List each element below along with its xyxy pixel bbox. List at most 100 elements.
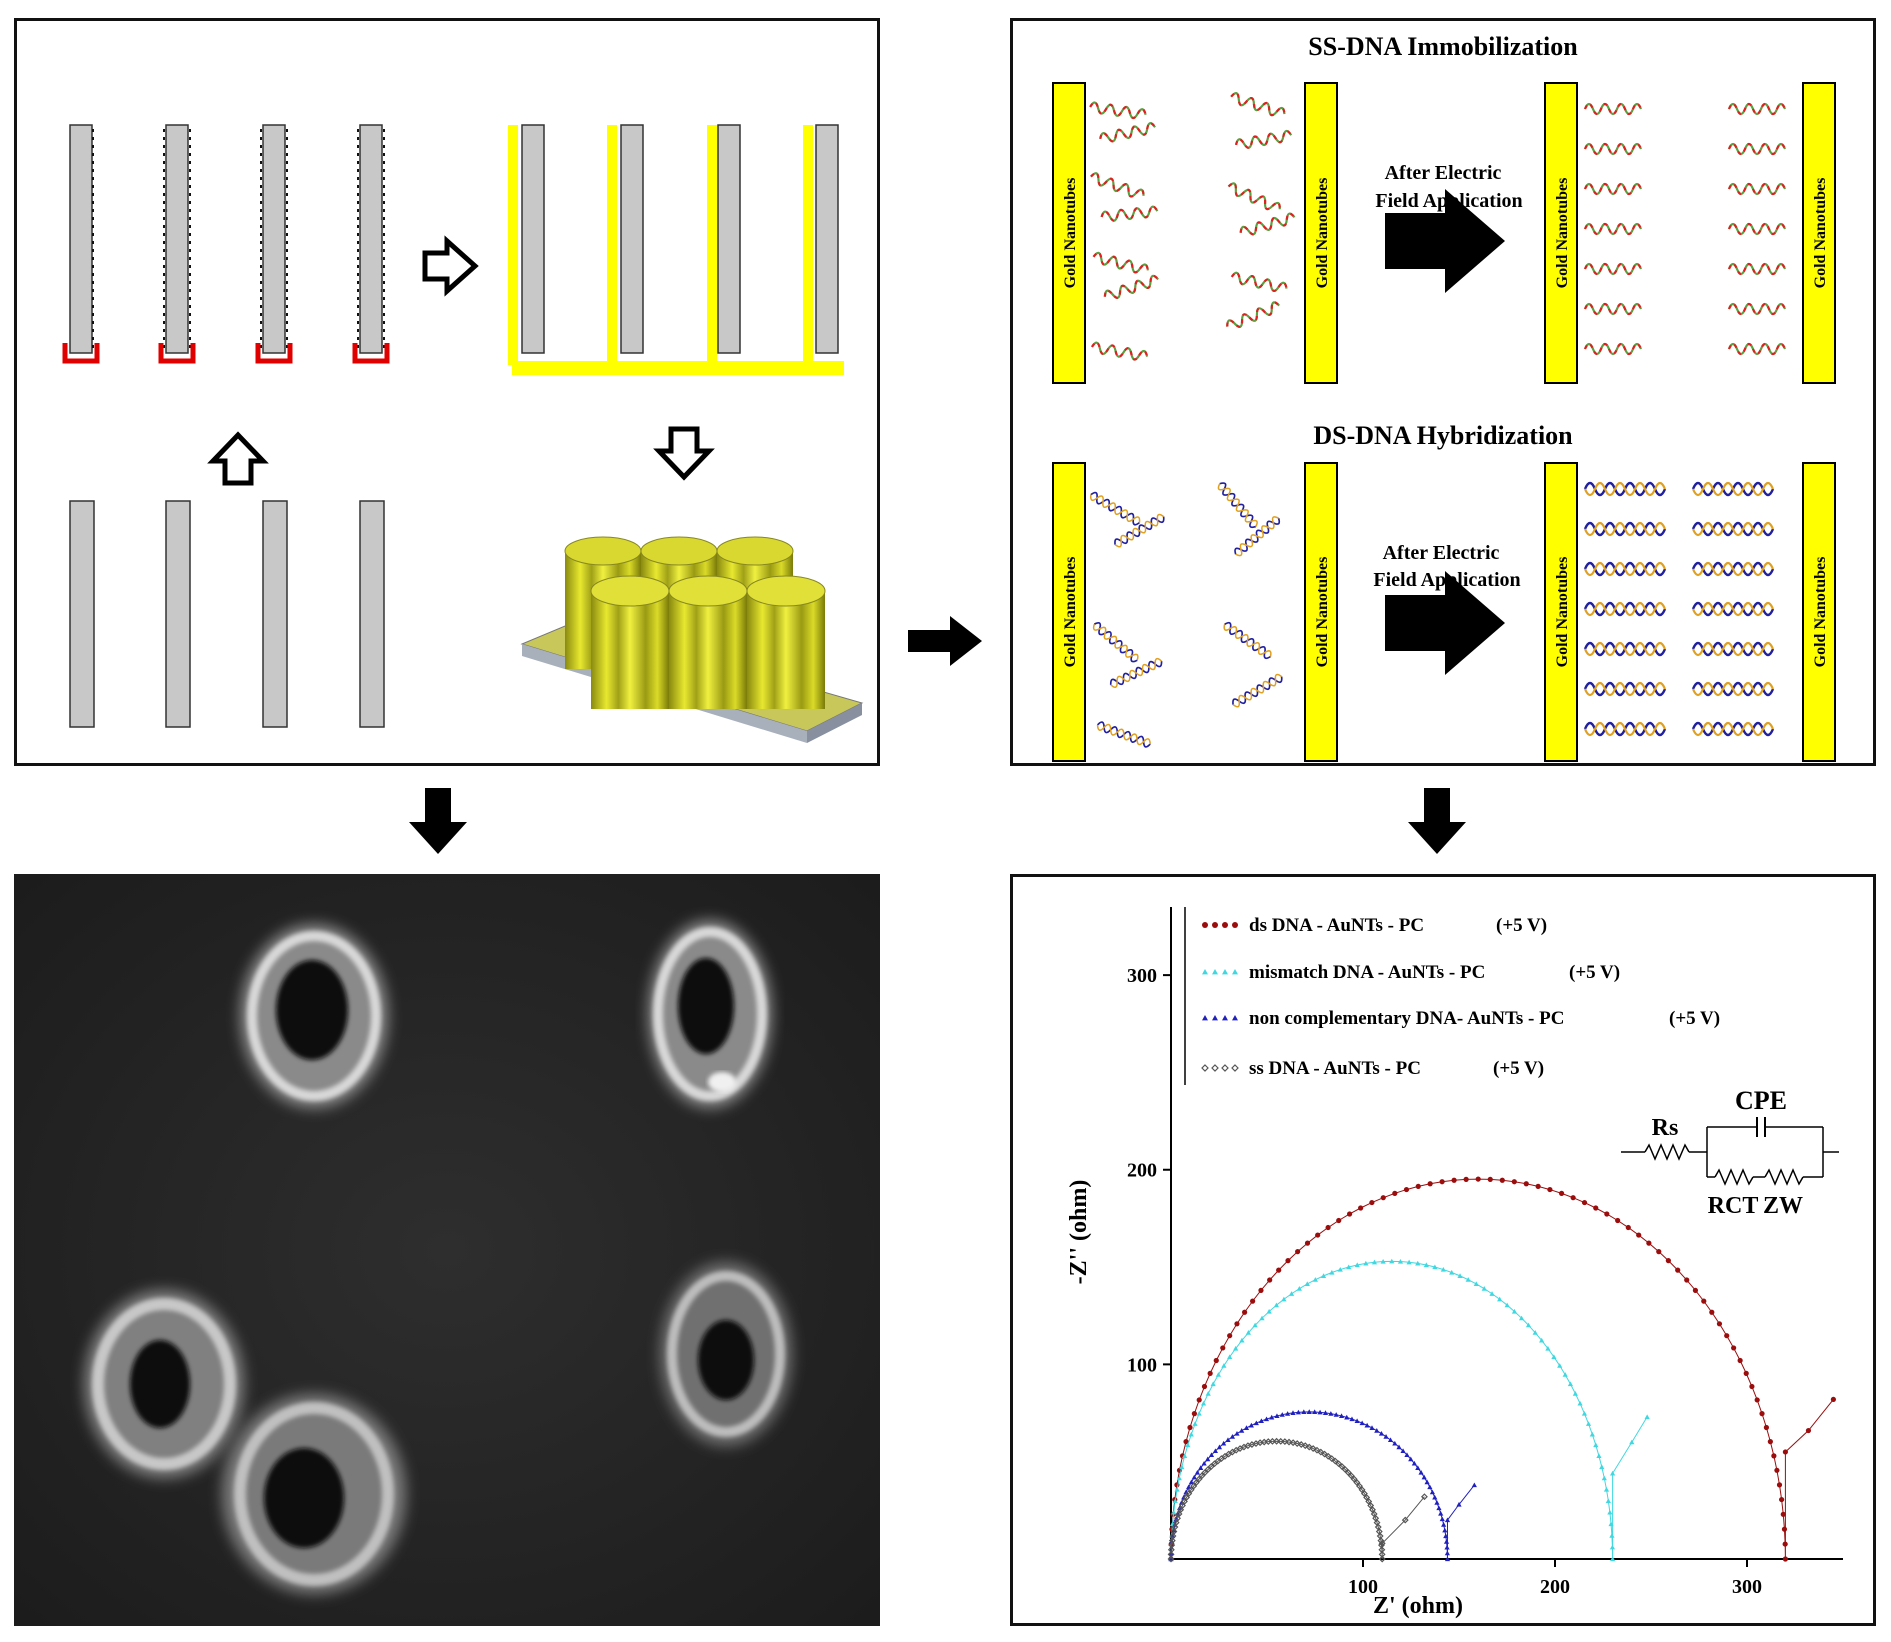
- data-point: [1279, 1412, 1285, 1417]
- svg-text:(+5 V): (+5 V): [1496, 915, 1547, 936]
- data-point: [1436, 1505, 1442, 1511]
- data-point: [1346, 1264, 1352, 1270]
- data-point: [1333, 1412, 1339, 1417]
- series-3: [1167, 1437, 1428, 1563]
- data-point: [1369, 1199, 1375, 1206]
- data-point: [1451, 1177, 1457, 1183]
- legend-entry: ds DNA - AuNTs - PC (+5 V): [1202, 915, 1547, 936]
- dna-alignment-panel: SS-DNA Immobilization Gold Nanotubes Gol…: [1010, 18, 1876, 766]
- svg-text:(+5 V): (+5 V): [1569, 962, 1620, 983]
- data-point: [1387, 1437, 1394, 1443]
- nanotube-pore: [240, 924, 388, 1108]
- data-point: [1182, 1453, 1188, 1459]
- data-point: [1610, 1556, 1616, 1562]
- data-point: [1378, 1555, 1386, 1563]
- svg-text:RCT: RCT: [1708, 1193, 1759, 1219]
- gold-nanotube: Gold Nanotubes: [1544, 82, 1578, 384]
- arrow-right-icon: [1385, 189, 1505, 293]
- data-point: [1364, 1422, 1370, 1428]
- y-axis-label: -Z'' (ohm): [1066, 1180, 1092, 1285]
- data-point: [1253, 1420, 1259, 1426]
- data-point: [1324, 1452, 1332, 1460]
- data-point: [1535, 1183, 1541, 1189]
- data-point: [1401, 1516, 1409, 1524]
- arrow-down-icon: [1408, 788, 1466, 854]
- data-point: [1441, 1522, 1447, 1527]
- data-point: [1191, 1411, 1197, 1417]
- data-point: [1350, 1475, 1358, 1483]
- data-point: [1776, 1482, 1783, 1488]
- data-point: [1572, 1391, 1578, 1396]
- data-point: [1229, 1434, 1236, 1439]
- data-point: [1487, 1176, 1493, 1182]
- data-point: [1562, 1372, 1568, 1377]
- ds-section-title: DS-DNA Hybridization: [1313, 421, 1573, 450]
- legend-marker: [1201, 1064, 1209, 1072]
- data-point: [1356, 1482, 1363, 1490]
- data-point: [1353, 1479, 1361, 1486]
- data-point: [1625, 1224, 1631, 1231]
- data-point: [1432, 1264, 1438, 1270]
- data-point: [1731, 1345, 1737, 1351]
- data-point: [1183, 1494, 1191, 1501]
- data-point: [1609, 1533, 1615, 1538]
- data-point: [1304, 1281, 1310, 1287]
- data-point: [1301, 1442, 1309, 1450]
- data-point: [1599, 1464, 1605, 1470]
- svg-text:non complementary DNA- AuNTs -: non complementary DNA- AuNTs - PC: [1249, 1008, 1564, 1029]
- data-point: [1604, 1211, 1610, 1217]
- data-point: [1208, 1452, 1215, 1458]
- data-point: [1577, 1400, 1583, 1406]
- data-point: [1737, 1357, 1743, 1364]
- ss-dna-aligned: [1583, 102, 1787, 356]
- data-point: [1596, 1453, 1602, 1459]
- data-point: [1782, 1541, 1788, 1547]
- data-point: [1557, 1363, 1563, 1368]
- data-point: [1406, 1259, 1412, 1265]
- data-point: [1489, 1291, 1495, 1296]
- data-point: [1281, 1296, 1287, 1302]
- data-point: [1290, 1410, 1296, 1415]
- data-point: [1312, 1409, 1318, 1415]
- data-point: [1539, 1337, 1545, 1343]
- data-point: [1192, 1421, 1198, 1426]
- data-point: [1420, 1493, 1428, 1501]
- data-point: [1309, 1445, 1317, 1452]
- data-point: [1383, 1434, 1389, 1439]
- legend-marker: [1202, 922, 1208, 928]
- template-rod: [62, 124, 100, 364]
- data-point: [1213, 1357, 1219, 1364]
- data-point: [1215, 1372, 1222, 1377]
- data-point: [1432, 1494, 1438, 1500]
- dna-alignment-diagram: SS-DNA Immobilization Gold Nanotubes Gol…: [1052, 32, 1836, 762]
- legend-marker: [1212, 922, 1218, 928]
- x-tick-label: 100: [1348, 1576, 1378, 1598]
- gold-nanotube: Gold Nanotubes: [1802, 82, 1836, 384]
- data-point: [1601, 1475, 1607, 1481]
- data-point: [1321, 1450, 1328, 1458]
- data-point: [1313, 1446, 1321, 1454]
- data-point: [1636, 1232, 1642, 1238]
- data-point: [1754, 1397, 1760, 1403]
- data-point: [1179, 1464, 1185, 1470]
- data-point: [1656, 1249, 1662, 1255]
- sem-image-panel: [14, 874, 880, 1626]
- data-point: [1201, 1460, 1207, 1466]
- gold-deposited-templates: [508, 124, 844, 375]
- data-point: [1397, 1258, 1404, 1264]
- data-point: [1438, 1510, 1444, 1516]
- data-point: [1427, 1181, 1433, 1187]
- data-point: [1779, 1496, 1785, 1503]
- data-point: [1404, 1452, 1410, 1458]
- data-point: [1581, 1199, 1588, 1206]
- data-point: [1221, 1363, 1227, 1368]
- data-point: [1295, 1249, 1301, 1255]
- data-point: [1424, 1479, 1430, 1485]
- data-point: [1196, 1397, 1202, 1403]
- data-point: [1396, 1444, 1402, 1450]
- data-point: [1168, 1537, 1176, 1545]
- seeded-templates: [62, 124, 390, 364]
- data-point: [1427, 1484, 1433, 1490]
- data-point: [1665, 1258, 1671, 1264]
